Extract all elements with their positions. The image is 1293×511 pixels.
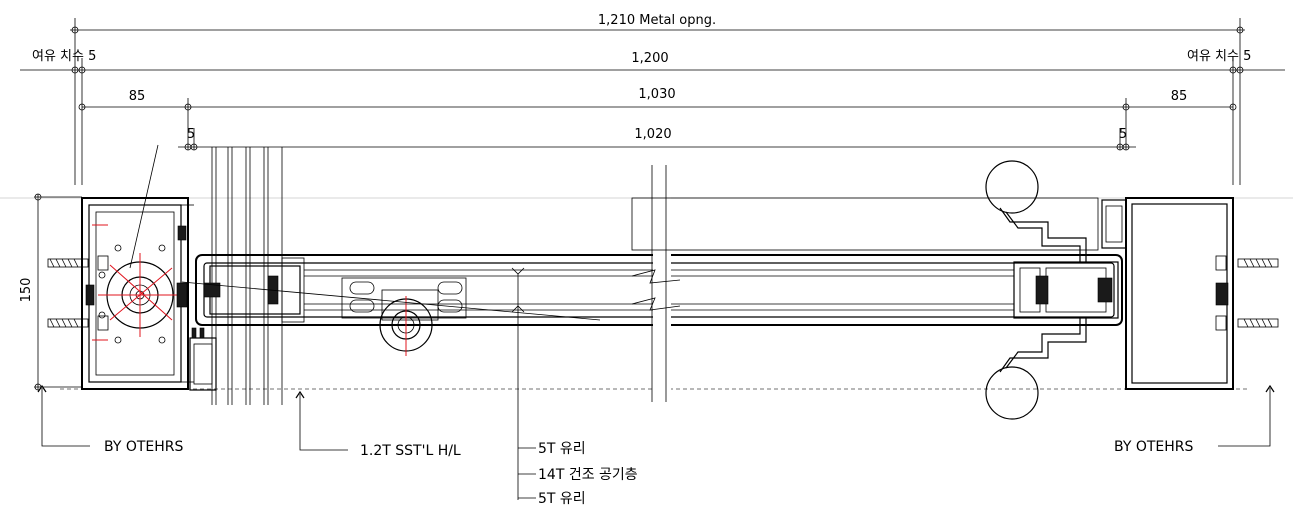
door-leaf (181, 160, 1123, 500)
dim-frame-left: 85 (129, 89, 146, 104)
label-by-others-left: BY OTEHRS (104, 439, 184, 455)
sst-cladding (211, 147, 283, 405)
dim-glass-span: 1,020 (634, 127, 671, 142)
right-frame (1101, 197, 1279, 390)
door-handle (631, 160, 1099, 420)
dim-depth: 150 (19, 278, 34, 303)
dim-gap-right: 5 (1119, 127, 1127, 142)
label-glass-outer: 5T 유리 (538, 441, 586, 457)
left-frame (47, 144, 217, 391)
pivot-hinge (92, 224, 182, 344)
dimension-lines: 1,210 Metal opng. 여유 치수 5 1,200 여유 치수 5 … (19, 13, 1285, 391)
dim-clearance-left: 여유 치수 5 (32, 49, 96, 64)
label-sst-hairline: 1.2T SST'L H/L (360, 443, 461, 459)
dim-clearance-right: 여유 치수 5 (1187, 49, 1251, 64)
dim-frame-right: 85 (1171, 89, 1188, 104)
label-glass-inner: 5T 유리 (538, 491, 586, 507)
anchor-screws-left (47, 255, 109, 331)
dim-metal-opening: 1,210 Metal opng. (598, 13, 716, 28)
dim-overall: 1,200 (631, 51, 668, 66)
anchor-screws-right (1215, 255, 1279, 331)
leaders: BY OTEHRS 1.2T SST'L H/L 5T 유리 14T 건조 공기… (37, 384, 1275, 507)
dim-inner: 1,030 (638, 87, 675, 102)
label-air-gap: 14T 건조 공기층 (538, 467, 638, 483)
label-by-others-right: BY OTEHRS (1114, 439, 1194, 455)
dim-gap-left: 5 (187, 127, 195, 142)
